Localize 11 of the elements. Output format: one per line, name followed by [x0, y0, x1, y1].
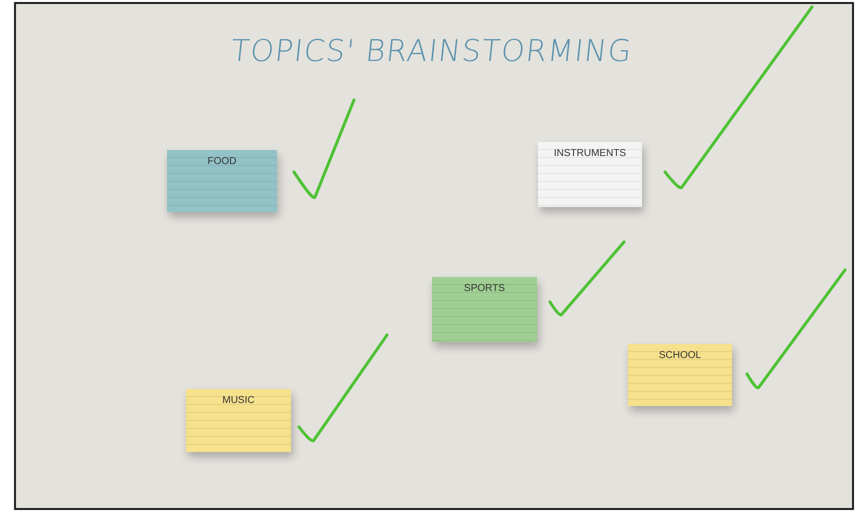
sticky-note [628, 344, 732, 406]
sticky-note [186, 389, 291, 452]
note-label: SPORTS [463, 283, 506, 294]
title: TOPICS' BRAINSTORMING [229, 34, 634, 69]
note-label: FOOD [206, 156, 238, 167]
note-label: SCHOOL [658, 350, 702, 361]
sticky-note [432, 277, 537, 342]
note-label: INSTRUMENTS [552, 148, 628, 159]
sticky-note [167, 150, 277, 212]
note-label: MUSIC [221, 395, 256, 406]
sticky-note [538, 142, 642, 207]
